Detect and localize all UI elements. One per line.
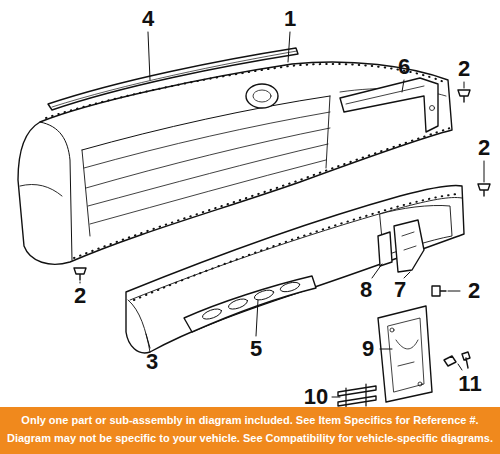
fastener bbox=[444, 352, 470, 368]
mounting-bracket bbox=[378, 220, 424, 272]
notice-text: Diagram may not be specific to your vehi… bbox=[7, 432, 493, 445]
callout-number: 1 bbox=[283, 8, 297, 30]
callout-number: 8 bbox=[359, 279, 373, 301]
callout-number: 11 bbox=[457, 373, 482, 395]
callout-number: 2 bbox=[73, 285, 87, 307]
callout-number: 6 bbox=[397, 56, 411, 78]
license-plate-bracket bbox=[378, 306, 432, 402]
plate-support bbox=[338, 384, 376, 410]
callout-number: 3 bbox=[145, 351, 159, 373]
callout-number: 2 bbox=[467, 280, 481, 302]
callout-number: 10 bbox=[303, 386, 329, 408]
callout-number: 5 bbox=[249, 338, 263, 360]
notice-text: Only one part or sub-assembly in diagram… bbox=[21, 414, 478, 427]
callout-number: 7 bbox=[393, 279, 407, 301]
callout-number: 2 bbox=[457, 58, 471, 80]
callout-number: 2 bbox=[477, 137, 491, 159]
leader-line bbox=[80, 32, 484, 397]
bumper-bracket bbox=[340, 78, 438, 132]
notice-banner bbox=[0, 407, 500, 454]
callout-number: 9 bbox=[361, 338, 375, 360]
grille-insert bbox=[184, 276, 316, 332]
callout-number: 4 bbox=[141, 8, 155, 30]
push-pin bbox=[74, 90, 490, 296]
